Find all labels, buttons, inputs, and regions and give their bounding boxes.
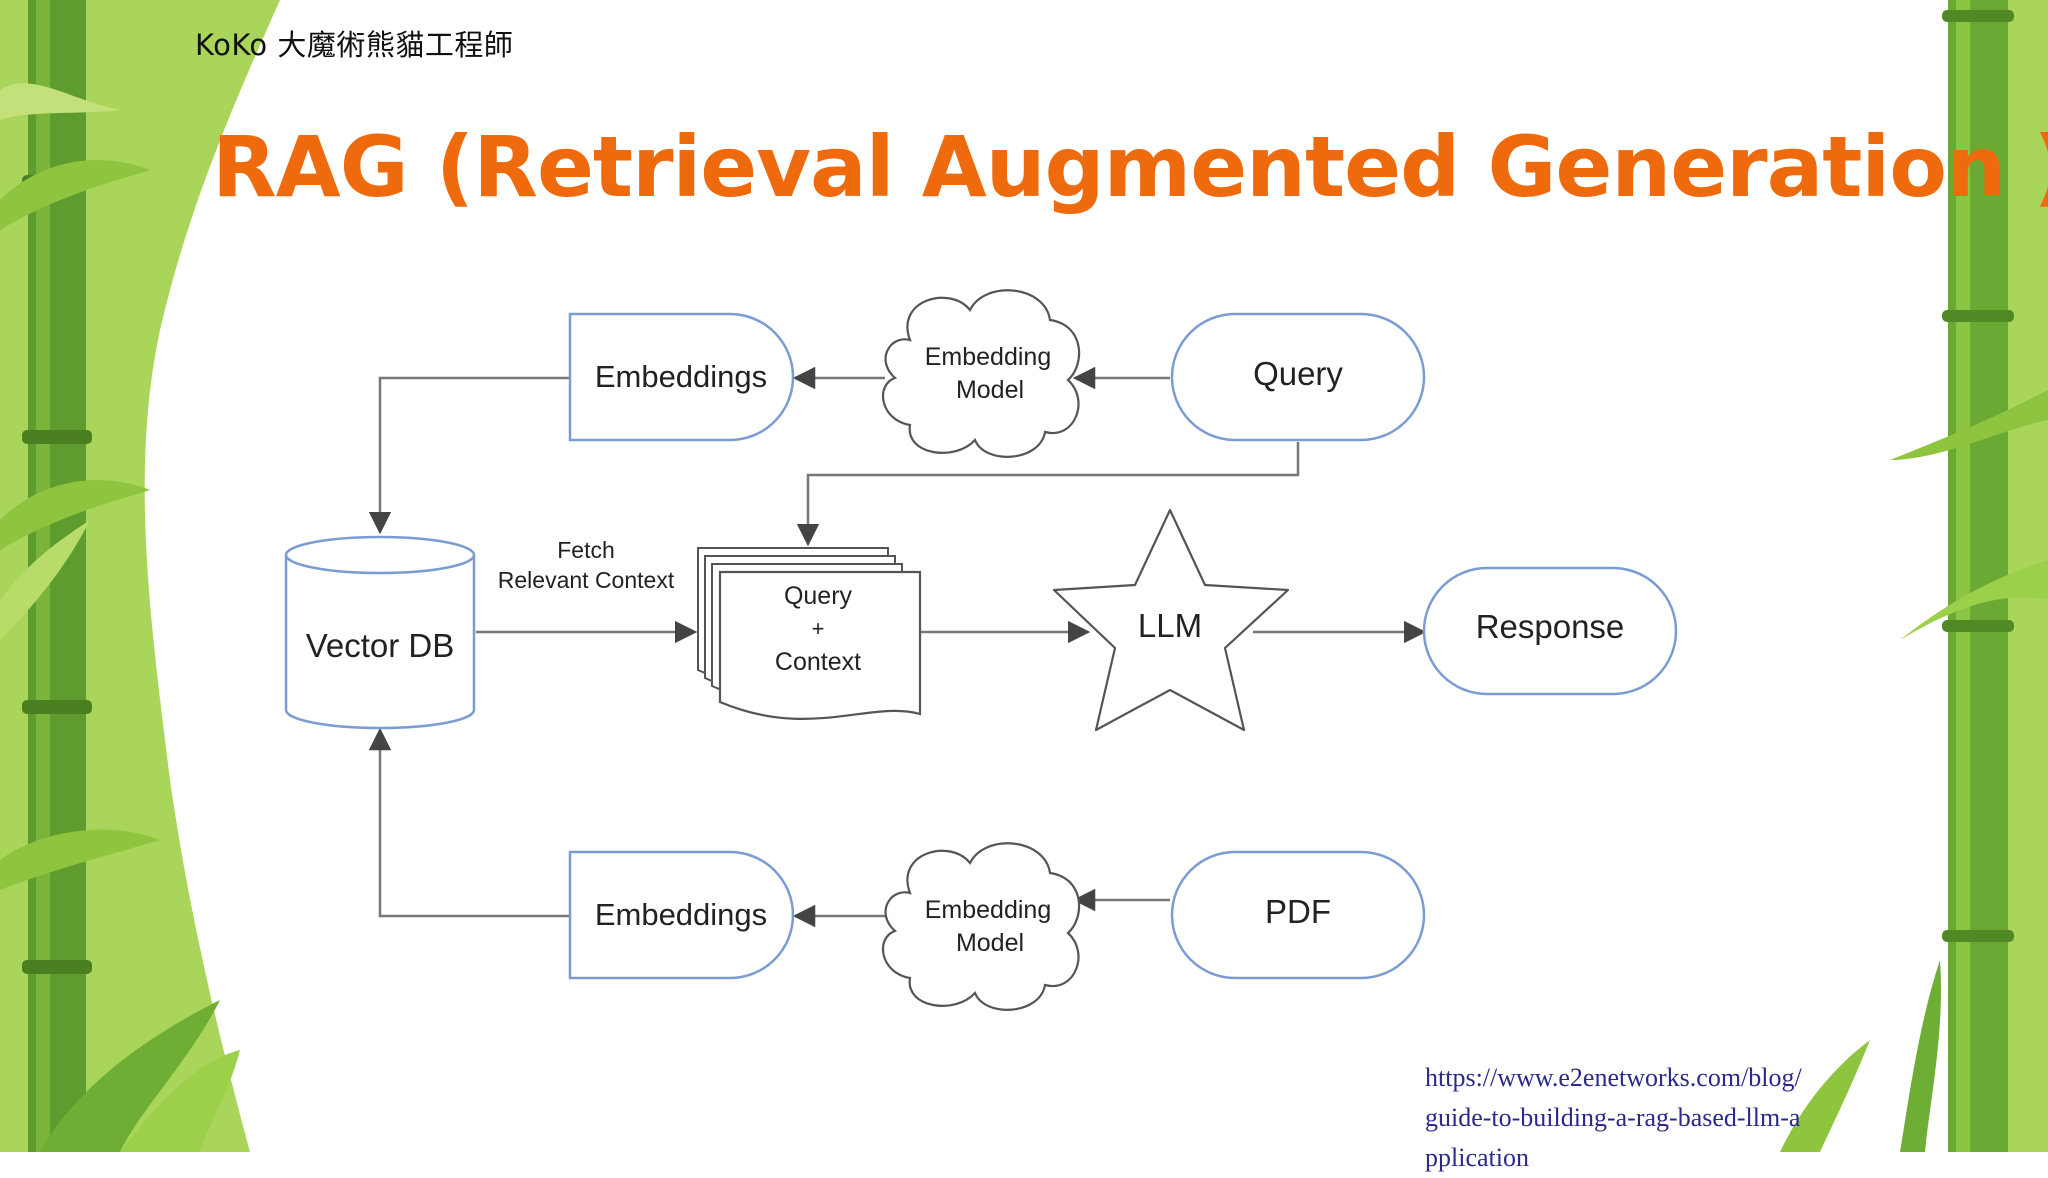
fetch-label-line2: Relevant Context — [498, 567, 675, 593]
llm-label: LLM — [1138, 607, 1202, 644]
pdf-label: PDF — [1265, 893, 1331, 930]
embedding-model-top-label-line1: Embedding — [925, 343, 1051, 371]
node-pdf: PDF — [1170, 850, 1426, 980]
embedding-model-top-label-line2: Model — [956, 376, 1024, 404]
bamboo-left-decoration — [0, 0, 280, 1152]
fetch-label-line1: Fetch — [557, 537, 615, 563]
node-embedding-model-top: Embedding Model — [881, 289, 1081, 458]
edge-embeddings-bottom-to-vector-db — [368, 727, 570, 918]
edge-embeddings-to-vector-db — [368, 376, 570, 535]
source-link[interactable]: https://www.e2enetworks.com/blog/ guide-… — [1425, 1063, 1802, 1172]
vector-db-label: Vector DB — [306, 627, 455, 664]
node-response: Response — [1422, 566, 1678, 696]
node-embedding-model-bottom: Embedding Model — [881, 842, 1081, 1011]
node-embeddings-bottom: Embeddings — [568, 850, 795, 980]
query-label: Query — [1253, 355, 1343, 392]
node-query-context: Query + Context — [697, 547, 922, 720]
embeddings-top-label: Embeddings — [595, 359, 767, 394]
node-query: Query — [1170, 312, 1426, 442]
bamboo-right-decoration — [1780, 0, 2048, 1152]
author-label: KoKo 大魔術熊貓工程師 — [195, 28, 514, 62]
edge-query-to-context — [796, 442, 1300, 547]
slide-title: RAG (Retrieval Augmented Generation ) — [212, 118, 2048, 216]
query-context-label-line1: Query — [784, 582, 853, 610]
query-context-label-line2: + — [812, 616, 825, 641]
node-vector-db: Vector DB — [284, 535, 476, 730]
node-embeddings-top: Embeddings — [568, 312, 795, 442]
embeddings-bottom-label: Embeddings — [595, 897, 767, 932]
embedding-model-bottom-label-line1: Embedding — [925, 896, 1051, 924]
embedding-model-bottom-label-line2: Model — [956, 929, 1024, 957]
response-label: Response — [1476, 608, 1625, 645]
node-llm: LLM — [1052, 508, 1290, 732]
rag-diagram: Embeddings Embedding Model Query Vector … — [284, 289, 1678, 1011]
query-context-label-line3: Context — [775, 648, 861, 676]
